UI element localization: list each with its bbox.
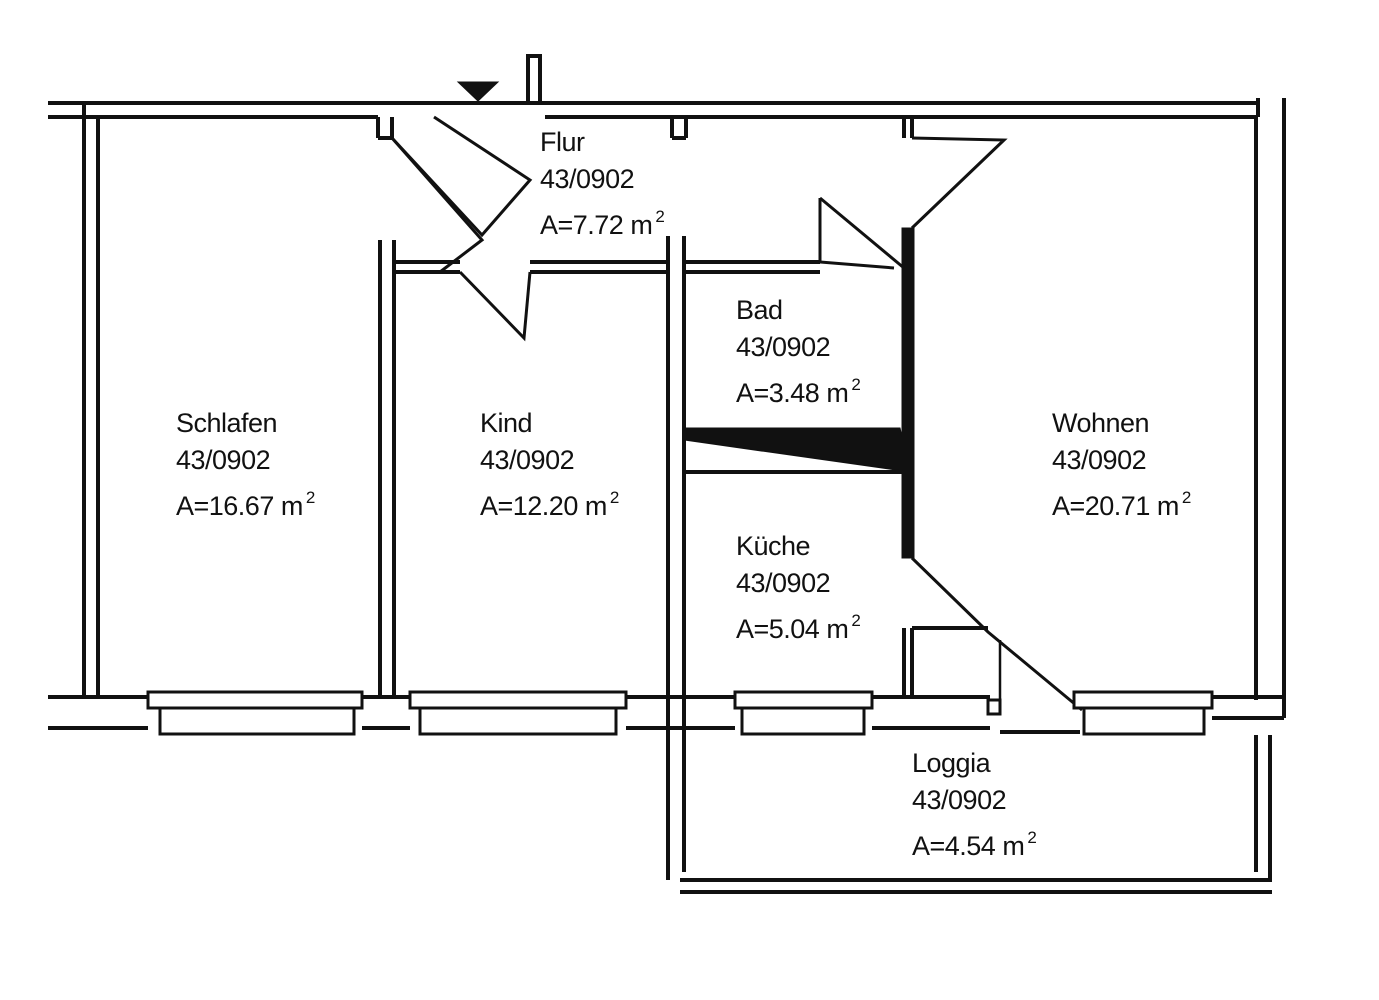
shaft: [526, 54, 542, 103]
room-code: 43/0902: [176, 445, 271, 475]
room-code: 43/0902: [736, 332, 831, 362]
loggia-outline: [666, 728, 1272, 894]
entrance-triangle-icon: [456, 81, 500, 102]
room-name: Flur: [540, 127, 585, 157]
room-code: 43/0902: [736, 568, 831, 598]
room-name: Bad: [736, 295, 783, 325]
room-code: 43/0902: [480, 445, 575, 475]
room-code: 43/0902: [1052, 445, 1147, 475]
room-name: Küche: [736, 531, 811, 561]
room-name: Loggia: [912, 748, 991, 778]
exterior-wall-bottom: [48, 695, 1284, 734]
room-code: 43/0902: [540, 164, 635, 194]
windows: [146, 690, 1214, 736]
room-name: Schlafen: [176, 408, 278, 438]
room-name: Kind: [480, 408, 533, 438]
room-code: 43/0902: [912, 785, 1007, 815]
exterior-wall-top: [48, 98, 1286, 718]
room-name: Wohnen: [1052, 408, 1150, 438]
doors: [390, 115, 1083, 712]
